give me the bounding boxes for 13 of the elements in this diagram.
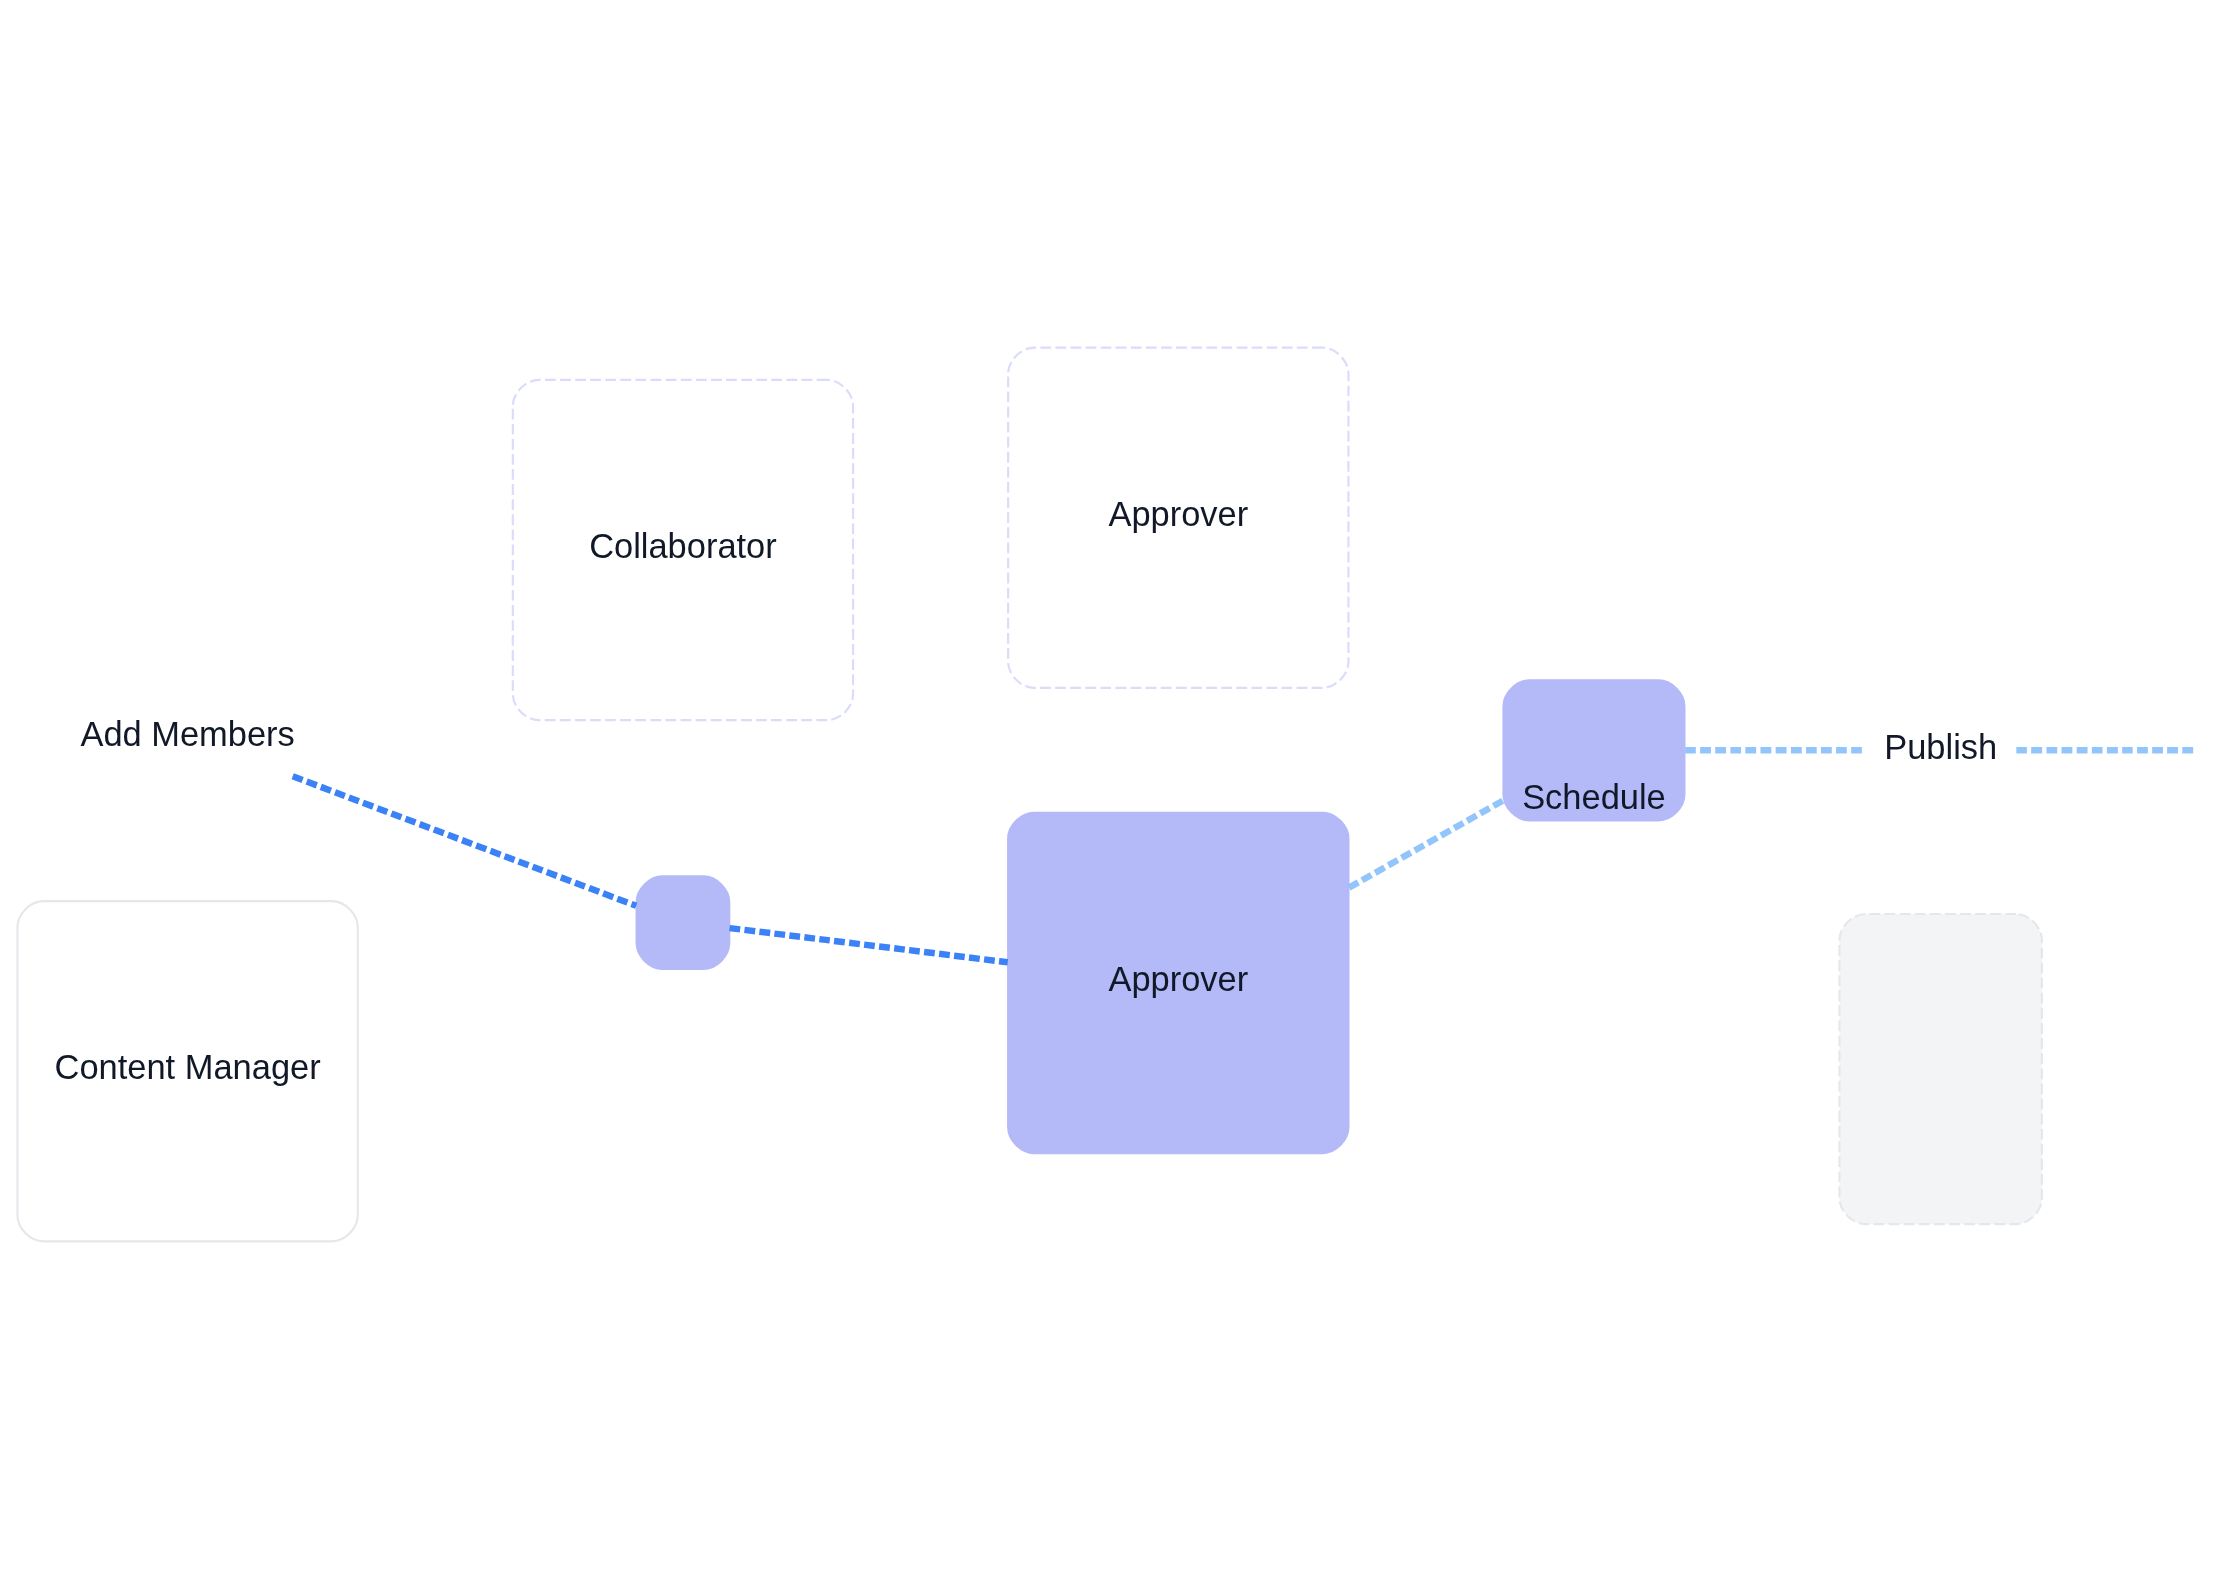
connector [729,924,1009,966]
node-box [635,875,731,971]
connector [1685,747,1865,754]
node-box [1838,912,2043,1226]
node-text: Add Members [80,714,295,753]
node-box: Approver [1007,811,1350,1155]
node-text: Publish [1884,727,1998,766]
node-box: Collaborator [511,378,855,722]
node-box: Approver [1007,346,1350,689]
connector [1347,797,1505,891]
connector [291,773,638,909]
node-box: Content Manager [16,900,359,1243]
node-box: Schedule [1502,679,1686,822]
